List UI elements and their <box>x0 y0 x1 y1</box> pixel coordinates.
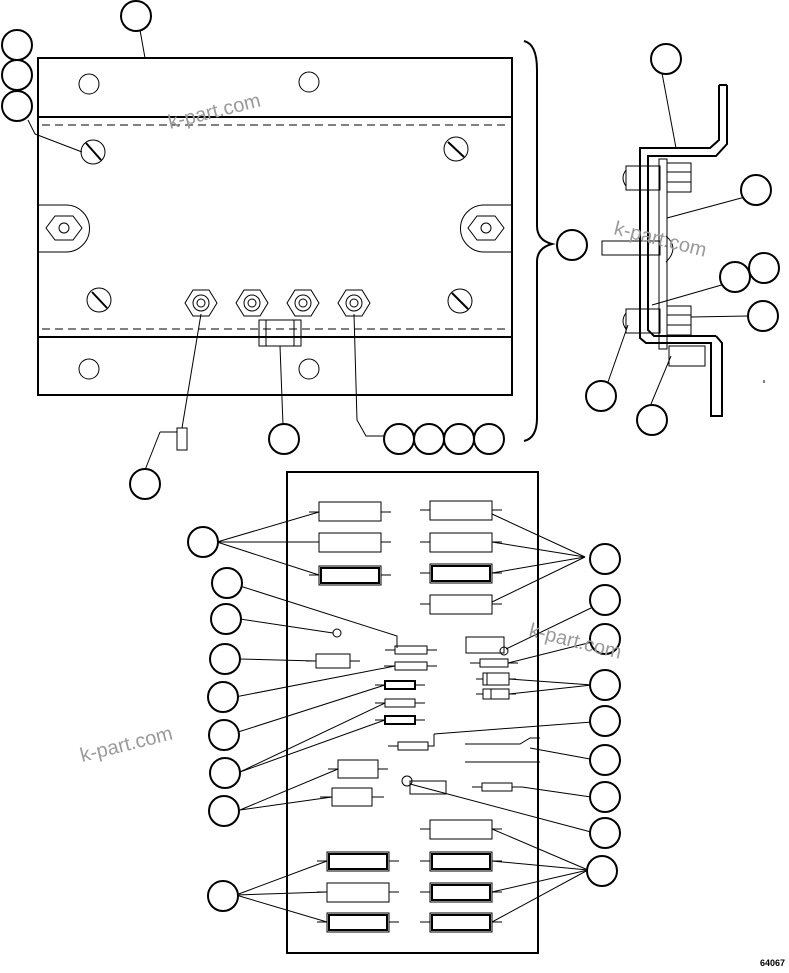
hex-nut-icon <box>45 215 83 241</box>
callout-balloon <box>650 43 682 75</box>
callout-balloon <box>556 229 588 261</box>
callout-balloon <box>719 261 751 293</box>
drawing-code: 64067 <box>760 958 785 968</box>
callout-balloon <box>210 603 242 635</box>
callout-balloon <box>211 567 243 599</box>
screw-icon <box>447 288 473 314</box>
callout-balloon <box>589 744 621 776</box>
callout-balloon <box>120 0 152 32</box>
callout-balloon <box>1 59 33 91</box>
terminal-nut-icon <box>184 289 218 317</box>
callout-balloon <box>740 174 772 206</box>
callout-balloon <box>589 584 621 616</box>
callout-balloon <box>748 252 780 284</box>
callout-balloon <box>208 795 240 827</box>
callout-balloon <box>383 423 415 455</box>
screw-icon <box>86 287 112 313</box>
callout-balloon <box>636 404 668 436</box>
mounting-plate <box>37 57 513 451</box>
terminal-nut-icon <box>337 289 371 317</box>
callout-balloon <box>207 681 239 713</box>
callout-balloon <box>473 423 505 455</box>
callout-balloon <box>585 380 617 412</box>
callout-balloon <box>207 880 239 912</box>
callout-balloon <box>413 423 445 455</box>
callout-balloon <box>747 300 779 332</box>
hex-nut-icon <box>467 215 505 241</box>
callout-balloon <box>129 468 161 500</box>
watermark-text: k-part.com <box>78 723 175 767</box>
clip-block <box>258 319 302 347</box>
callout-balloon <box>586 855 618 887</box>
callout-balloon <box>208 719 240 751</box>
callout-balloon <box>589 705 621 737</box>
terminal-tag <box>176 427 188 451</box>
screw-icon <box>80 139 106 165</box>
terminal-nut-icon <box>235 289 269 317</box>
callout-balloon <box>209 643 241 675</box>
callout-balloon <box>589 817 621 849</box>
watermark-text: k-part.com <box>166 90 263 134</box>
side-view-assembly <box>601 84 765 417</box>
callout-balloon <box>443 423 475 455</box>
callout-balloon <box>589 543 621 575</box>
component-board <box>286 471 540 954</box>
callout-balloon <box>589 623 621 655</box>
callout-balloon <box>1 29 33 61</box>
callout-balloon <box>1 90 33 122</box>
terminal-nut-icon <box>286 289 320 317</box>
callout-balloons <box>1 0 780 912</box>
callout-balloon <box>187 526 219 558</box>
screw-icon <box>443 136 469 162</box>
callout-balloon <box>268 423 300 455</box>
assembly-bracket <box>523 40 556 442</box>
callout-balloon <box>589 781 621 813</box>
callout-balloon <box>589 669 621 701</box>
callout-balloon <box>209 757 241 789</box>
leader-lines <box>27 29 749 923</box>
